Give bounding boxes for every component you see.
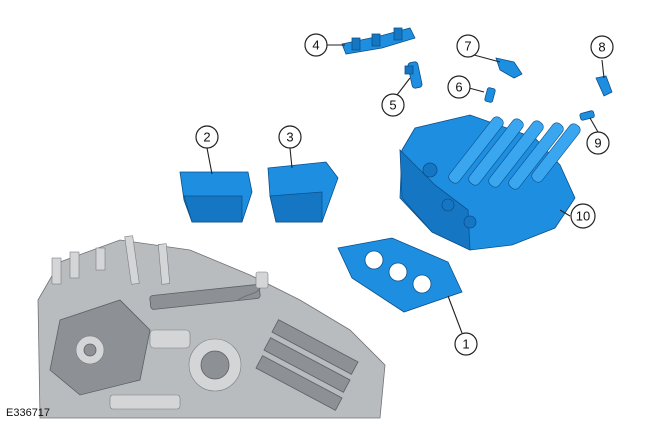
cylinder-head [399, 114, 581, 251]
cover-left [179, 171, 253, 223]
callout-3: 3 [278, 125, 302, 149]
svg-text:1: 1 [462, 337, 469, 352]
callout-9: 9 [586, 131, 610, 155]
svg-text:8: 8 [598, 40, 605, 55]
callout-7: 7 [456, 34, 480, 58]
callout-8: 8 [590, 35, 614, 59]
figure-id-label: E336717 [6, 407, 50, 419]
svg-text:7: 7 [464, 39, 471, 54]
engine-assembly [37, 235, 386, 419]
callout-6: 6 [447, 75, 471, 99]
injector [404, 61, 423, 89]
callout-2: 2 [195, 125, 219, 149]
leader-lines [206, 44, 605, 334]
sensor-left [495, 57, 523, 79]
svg-text:10: 10 [576, 209, 590, 224]
callout-4: 4 [304, 33, 328, 57]
sensor-small [484, 87, 496, 103]
svg-text:3: 3 [286, 130, 293, 145]
bolt [579, 110, 595, 121]
svg-text:6: 6 [455, 80, 462, 95]
svg-text:5: 5 [389, 98, 396, 113]
svg-text:9: 9 [594, 136, 601, 151]
callout-5: 5 [381, 93, 405, 117]
head-gasket [337, 237, 463, 313]
svg-text:2: 2 [203, 130, 210, 145]
sensor-right [595, 75, 613, 97]
svg-text:4: 4 [312, 38, 319, 53]
cover-right [267, 161, 339, 223]
callout-10: 10 [570, 203, 596, 229]
callout-1: 1 [454, 332, 478, 356]
fuel-rail [341, 27, 416, 55]
